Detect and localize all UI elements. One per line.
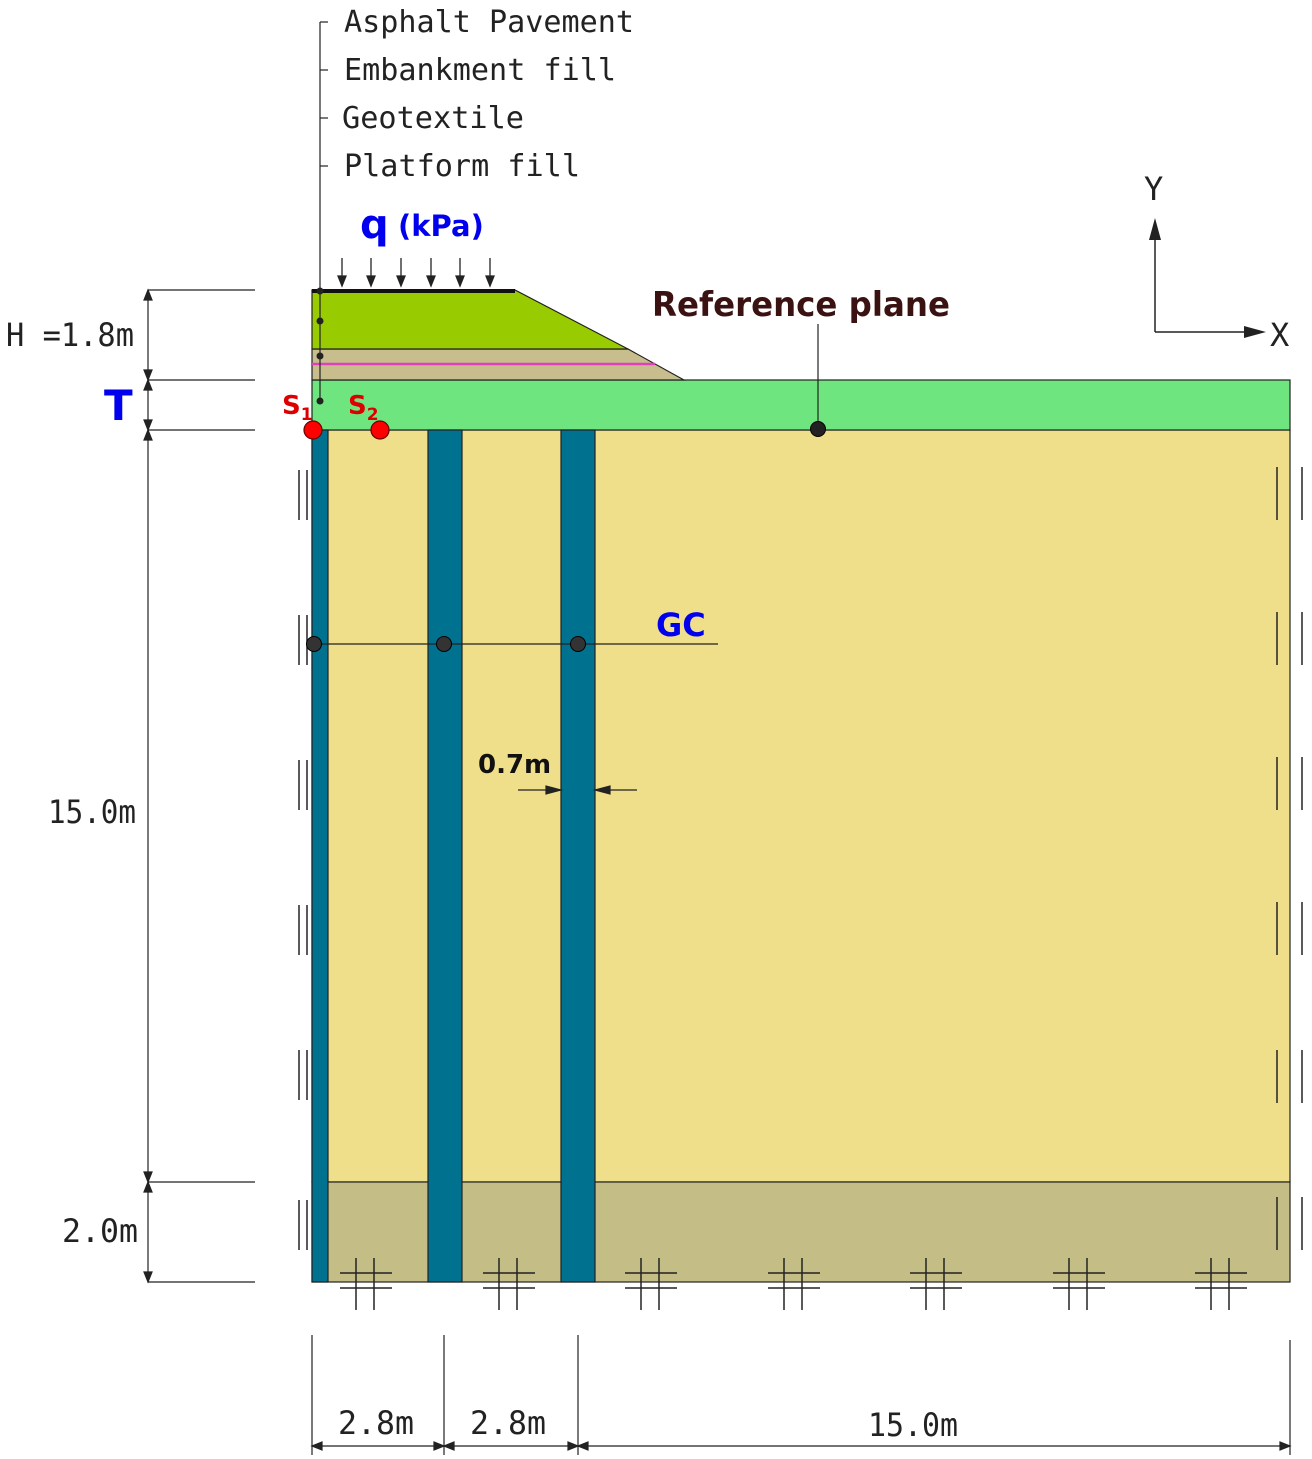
soil-layers <box>311 379 1291 1283</box>
fixed-support <box>340 1258 392 1310</box>
axis-label-y: Y <box>1144 170 1163 208</box>
fixed-support <box>1053 1258 1105 1310</box>
right-roller-support <box>1276 467 1303 1250</box>
load-label-unit: (kPa) <box>398 209 484 243</box>
fixed-support <box>910 1258 962 1310</box>
dimension-platform-thickness: T <box>104 381 133 430</box>
gc-point-2 <box>436 636 452 652</box>
gc-point-1 <box>306 636 322 652</box>
axis-label-x: X <box>1270 316 1289 354</box>
dimension-height: H =1.8m <box>6 316 134 354</box>
layer-label-leader <box>316 21 328 405</box>
coordinate-axes <box>1149 218 1266 338</box>
stone-column-3 <box>560 429 596 1283</box>
reference-plane-point <box>810 421 826 437</box>
dimension-clay-depth: 15.0m <box>48 793 136 831</box>
layer-label-geotextile: Geotextile <box>342 101 524 136</box>
horizontal-dimension-lines <box>310 1335 1292 1455</box>
soft-clay-layer <box>311 429 1291 1183</box>
point-s1 <box>303 420 323 440</box>
fixed-support <box>768 1258 820 1310</box>
embankment <box>311 289 687 381</box>
base-layer <box>311 1181 1291 1283</box>
dimension-base-depth: 2.0m <box>62 1212 138 1250</box>
fixed-support <box>625 1258 677 1310</box>
surcharge-load-arrows <box>337 258 495 288</box>
reference-plane-label: Reference plane <box>652 285 950 325</box>
stone-column-2 <box>427 429 463 1283</box>
gc-label: GC <box>656 606 706 644</box>
left-roller-support <box>298 470 308 1250</box>
load-label-q: q <box>360 202 389 248</box>
layer-label-platform: Platform fill <box>344 149 580 184</box>
column-diameter-arrows <box>518 785 637 795</box>
platform-layer <box>311 379 1291 431</box>
fixed-support <box>1195 1258 1247 1310</box>
label-s2: S2 <box>348 391 379 425</box>
layer-label-embankment: Embankment fill <box>344 53 616 88</box>
gc-point-3 <box>570 636 586 652</box>
layer-label-asphalt: Asphalt Pavement <box>344 5 634 40</box>
stone-column-1 <box>311 429 329 1283</box>
point-s2 <box>370 420 390 440</box>
lateral-roller-supports <box>298 467 1303 1250</box>
vertical-dimension-lines <box>143 288 255 1284</box>
dimension-width-right: 15.0m <box>868 1406 958 1444</box>
column-diameter-label: 0.7m <box>478 750 551 780</box>
bottom-fixed-supports <box>340 1258 1247 1310</box>
dimension-spacing-2: 2.8m <box>470 1404 546 1442</box>
dimension-spacing-1: 2.8m <box>338 1404 414 1442</box>
embankment-fill-layer <box>311 289 629 350</box>
fixed-support <box>483 1258 535 1310</box>
label-s1: S1 <box>282 391 313 425</box>
